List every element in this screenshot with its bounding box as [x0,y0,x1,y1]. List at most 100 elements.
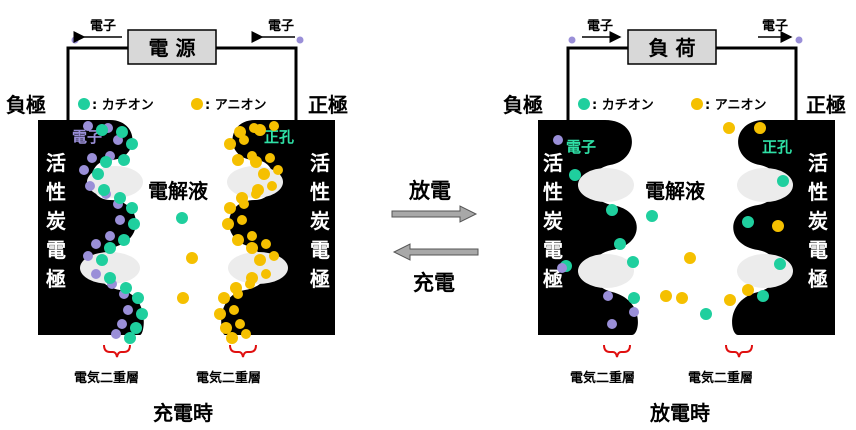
svg-text:電: 電 [46,238,66,262]
anion [254,124,266,136]
anion [218,292,230,304]
anion [220,322,232,334]
charging-panel: 電子 電子 電 源 負極 正極 : カチオン : アニオン 活 性 炭 電 極 … [6,19,348,425]
svg-text:活: 活 [46,151,66,175]
edl-brace-right [725,344,753,358]
electron [123,305,133,315]
hole [267,181,277,191]
power-source-label: 電 源 [149,36,196,60]
mode-arrows: 放電 充電 [391,179,479,295]
legend-cation-label: : カチオン [92,98,154,113]
charge-arrow [392,243,479,261]
hole [247,231,257,241]
anion [724,294,736,306]
svg-text:電: 電 [310,238,330,262]
electrode-material-label-left: 活 性 炭 電 極 [542,151,563,291]
cation [92,168,104,180]
cation [742,216,754,228]
svg-text:活: 活 [808,151,828,175]
cation [627,256,639,268]
anion [250,156,262,168]
cation [98,184,110,196]
svg-text:炭: 炭 [310,209,330,233]
edl-label-right: 電気二重層 [688,370,753,386]
svg-text:活: 活 [543,151,563,175]
electron-label-right: 電子 [762,19,788,34]
anion [723,122,735,134]
legend-cation-dot [78,98,90,110]
cation [126,138,138,150]
electron [91,269,101,279]
terminal-right [296,36,304,44]
cation [116,126,128,138]
pore [578,254,634,288]
cation [124,332,136,344]
svg-text:性: 性 [543,180,563,204]
terminal-right [795,36,803,44]
load-box [627,29,717,65]
edl-label-right: 電気二重層 [196,370,261,386]
positive-electrode-label: 正極 [806,93,846,117]
anion [186,252,198,264]
svg-text:性: 性 [808,180,828,204]
cation [777,175,789,187]
hole [269,251,279,261]
cation [104,272,116,284]
electron [87,153,97,163]
cation [118,234,130,246]
cation [132,292,144,304]
svg-text:活: 活 [310,151,330,175]
cation [646,210,658,222]
discharging-ions [553,122,789,329]
anion [224,138,236,150]
anion [252,184,264,196]
cation [136,308,148,320]
anion [236,192,248,204]
hole [241,329,251,339]
edl-brace-left [103,344,131,358]
hole [261,239,271,249]
edl-label-left: 電気二重層 [74,370,139,386]
anion [232,234,244,246]
pore [737,254,793,288]
cation [628,292,640,304]
electron [553,135,563,145]
hole [265,153,275,163]
anion [684,252,696,264]
edl-brace-right [229,344,257,358]
legend-cation-label: : カチオン [592,98,654,113]
electron [117,319,127,329]
cation [774,258,786,270]
charging-ions [79,121,283,344]
negative-electrode [38,120,144,335]
pore [737,168,793,202]
terminal-left [568,36,576,44]
cation [96,254,108,266]
positive-electrode-label: 正極 [308,93,348,117]
electrode-material-label-right: 活 性 炭 電 極 [807,151,828,291]
anion [214,308,226,320]
cation [700,308,712,320]
electron [91,239,101,249]
electrolyte-label: 電解液 [148,179,209,203]
hole [261,269,271,279]
anion [742,284,754,296]
svg-text:炭: 炭 [808,209,828,233]
anion [234,126,246,138]
electron [83,251,93,261]
load-label: 負 荷 [649,36,696,60]
anion [258,168,270,180]
cation [176,212,188,224]
hole-in-electrode-label: 正孔 [264,128,294,146]
negative-electrode [538,120,638,335]
electron [115,215,125,225]
legend-cation-dot [578,98,590,110]
svg-text:電: 電 [543,238,563,262]
circuit-wires [566,46,798,120]
legend-anion-label: : アニオン [205,98,266,113]
positive-electrode [221,120,335,335]
discharge-label: 放電 [408,179,451,203]
negative-electrode-label: 負極 [6,93,46,117]
cation [128,218,140,230]
